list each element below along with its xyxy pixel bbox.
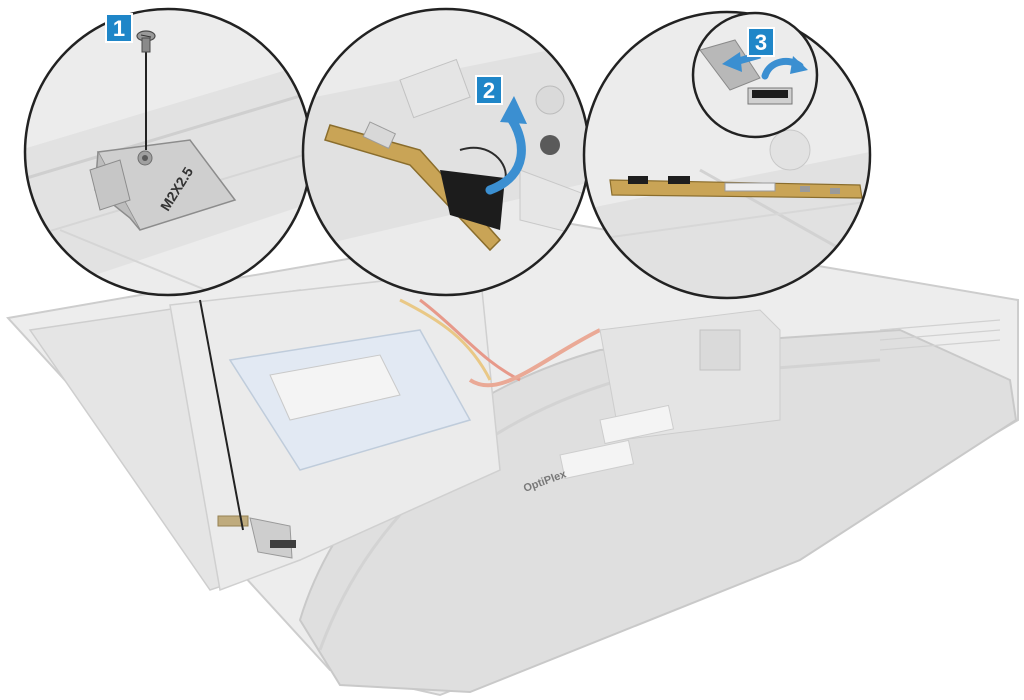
shield-bracket: M2X2.5 xyxy=(89,139,237,231)
bracket-location xyxy=(217,515,296,559)
step-badge-1: 1 xyxy=(105,13,133,43)
connector-inset: 3 xyxy=(691,11,819,139)
lift-board xyxy=(324,121,507,252)
magnified-view-1: M2X2.5 1 xyxy=(23,7,313,297)
computer-chassis: OptiPlex xyxy=(6,220,1019,697)
lift-arrow-icon xyxy=(485,96,527,195)
svg-text:1: 1 xyxy=(113,16,125,41)
step-badge-2: 2 xyxy=(475,75,503,105)
step-badge-3: 3 xyxy=(747,27,775,57)
magnified-view-3: 3 xyxy=(582,10,872,300)
screw-icon xyxy=(136,30,156,150)
svg-text:2: 2 xyxy=(483,78,495,103)
connector-release-arrow-icon xyxy=(722,51,808,80)
magnified-view-2: 2 xyxy=(301,7,591,297)
control-board xyxy=(609,176,863,199)
svg-text:3: 3 xyxy=(755,30,767,55)
